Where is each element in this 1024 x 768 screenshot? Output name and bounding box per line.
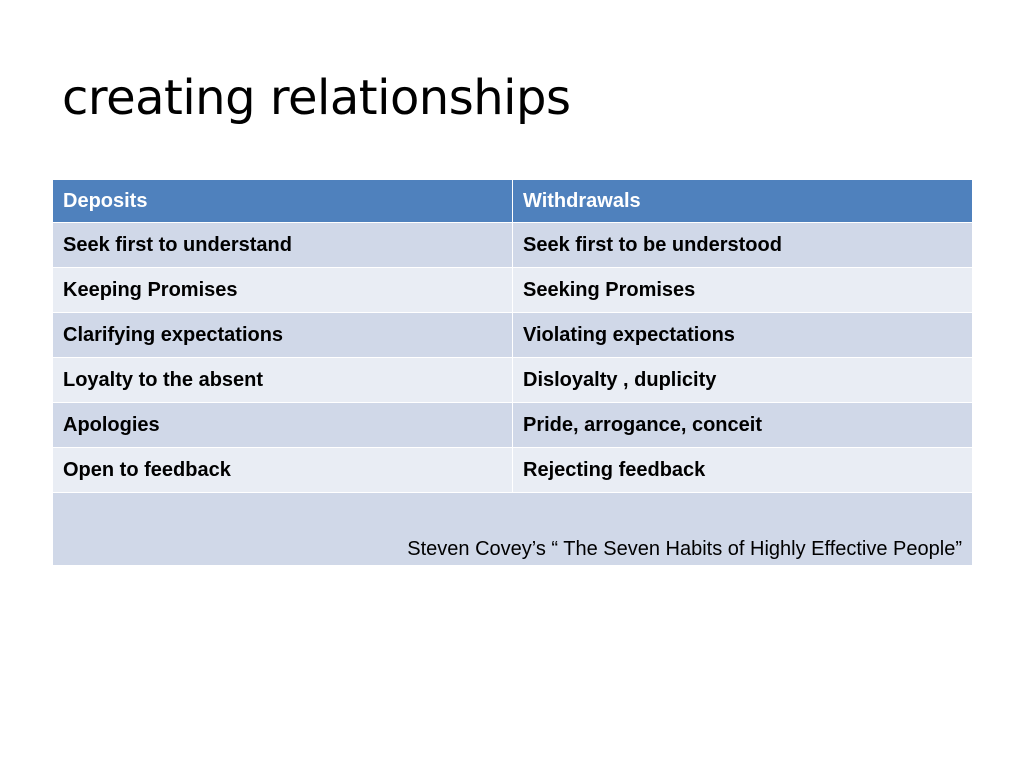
withdrawal-cell: Seek first to be understood: [512, 222, 973, 268]
table-header-row: Deposits Withdrawals: [52, 179, 973, 223]
slide-title: creating relationships: [62, 70, 571, 126]
table-row: Seek first to understand Seek first to b…: [52, 222, 973, 268]
withdrawal-cell: Disloyalty , duplicity: [512, 357, 973, 403]
deposit-cell: Apologies: [52, 402, 513, 448]
column-header-withdrawals: Withdrawals: [512, 179, 973, 223]
deposit-cell: Seek first to understand: [52, 222, 513, 268]
deposit-cell: Open to feedback: [52, 447, 513, 493]
table-footer-row: Steven Covey’s “ The Seven Habits of Hig…: [52, 492, 973, 566]
deposit-cell: Clarifying expectations: [52, 312, 513, 358]
table-row: Apologies Pride, arrogance, conceit: [52, 402, 973, 448]
column-header-deposits: Deposits: [52, 179, 513, 223]
table-row: Open to feedback Rejecting feedback: [52, 447, 973, 493]
citation-text: Steven Covey’s “ The Seven Habits of Hig…: [52, 492, 973, 566]
table-row: Loyalty to the absent Disloyalty , dupli…: [52, 357, 973, 403]
table-row: Clarifying expectations Violating expect…: [52, 312, 973, 358]
table-row: Keeping Promises Seeking Promises: [52, 267, 973, 313]
withdrawal-cell: Seeking Promises: [512, 267, 973, 313]
comparison-table: Deposits Withdrawals Seek first to under…: [52, 179, 973, 566]
deposit-cell: Keeping Promises: [52, 267, 513, 313]
withdrawal-cell: Rejecting feedback: [512, 447, 973, 493]
withdrawal-cell: Violating expectations: [512, 312, 973, 358]
withdrawal-cell: Pride, arrogance, conceit: [512, 402, 973, 448]
deposit-cell: Loyalty to the absent: [52, 357, 513, 403]
